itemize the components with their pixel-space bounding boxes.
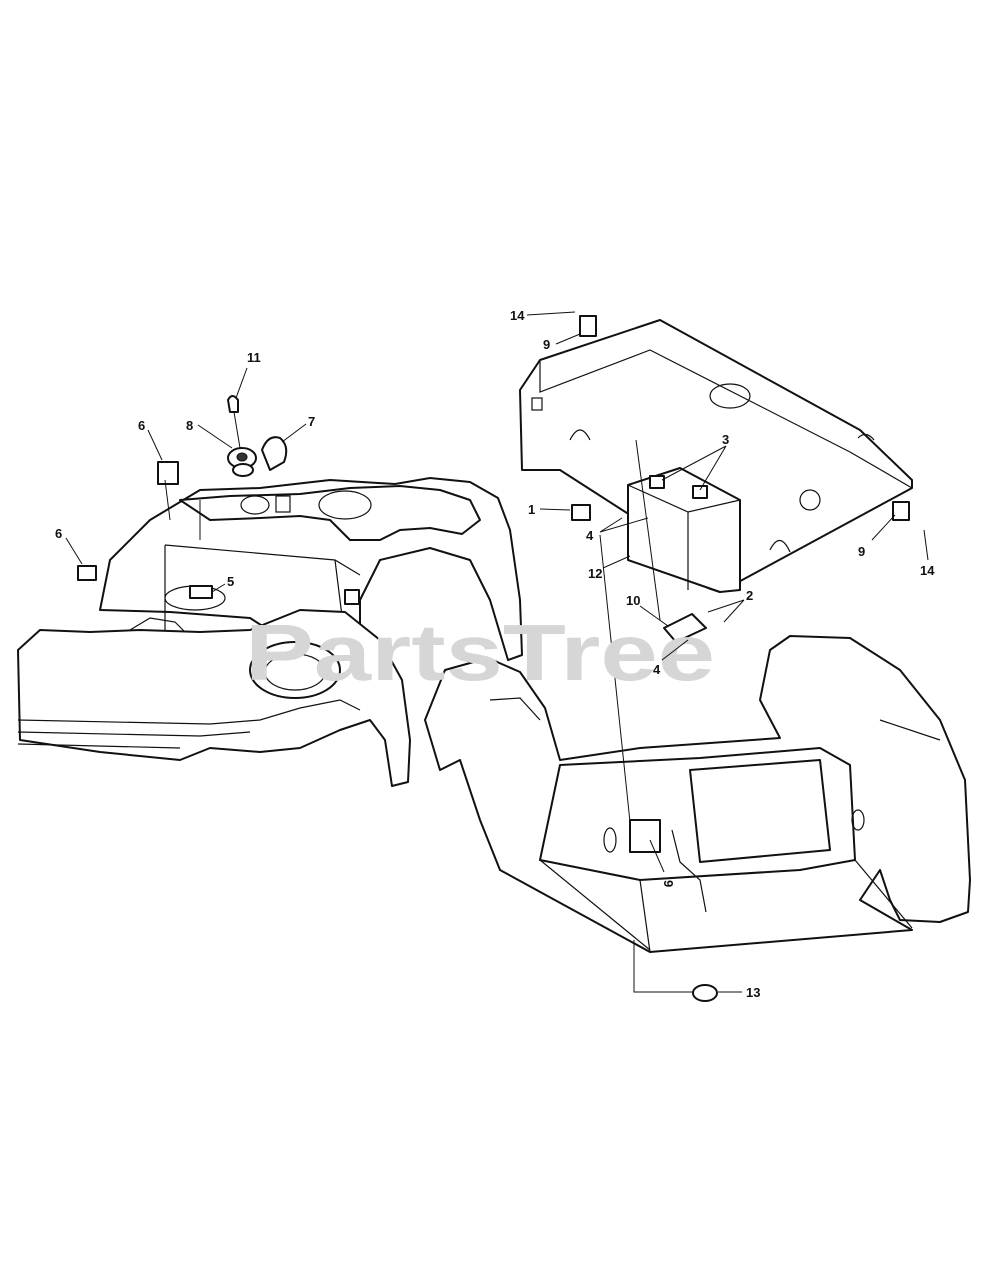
callout-12: 12 xyxy=(588,566,602,581)
callout-4-lower: 4 xyxy=(653,662,661,677)
callout-6-left: 6 xyxy=(55,526,62,541)
callout-7: 7 xyxy=(308,414,315,429)
callout-14-right: 14 xyxy=(920,563,935,578)
callout-9-right: 9 xyxy=(858,544,865,559)
callout-4-upper: 4 xyxy=(586,528,594,543)
callout-13: 13 xyxy=(746,985,760,1000)
seat-plate-assembly xyxy=(519,315,913,643)
dash-panel-assembly xyxy=(17,395,523,787)
callout-8: 8 xyxy=(186,418,193,433)
callout-10: 10 xyxy=(626,593,640,608)
callout-9-top: 9 xyxy=(543,337,550,352)
callout-5: 5 xyxy=(227,574,234,589)
callouts: 14 9 11 6 8 7 3 1 4 12 9 14 6 5 10 2 4 xyxy=(55,308,935,1000)
callout-11: 11 xyxy=(247,350,261,365)
callout-1: 1 xyxy=(528,502,535,517)
assembly-guide-lines xyxy=(164,439,693,993)
callout-2: 2 xyxy=(746,588,753,603)
rear-fender-assembly xyxy=(424,635,971,1002)
callout-9-bottom: 9 xyxy=(661,880,676,887)
callout-6-top: 6 xyxy=(138,418,145,433)
callout-3: 3 xyxy=(722,432,729,447)
watermark: PartsTree xyxy=(245,608,715,697)
callout-14-top: 14 xyxy=(510,308,525,323)
